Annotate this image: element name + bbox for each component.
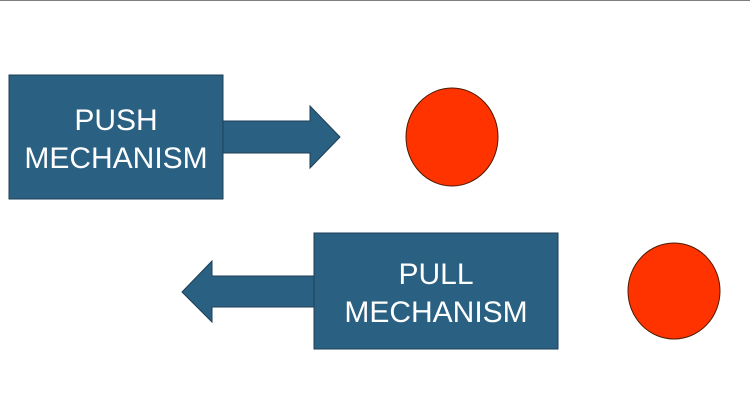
push-label-line1: PUSH: [74, 104, 157, 137]
push-box: [8, 74, 224, 200]
push-ball-icon: [405, 87, 499, 187]
pull-arrow-icon: [181, 259, 317, 324]
push-group: PUSH MECHANISM: [8, 74, 499, 200]
pull-box: [313, 232, 559, 350]
pull-label-line1: PULL: [398, 258, 473, 291]
pull-ball-icon: [627, 242, 721, 340]
pull-label-line2: MECHANISM: [344, 296, 527, 329]
push-label-line2: MECHANISM: [24, 142, 207, 175]
pull-group: PULL MECHANISM: [181, 232, 721, 350]
top-rule: [0, 0, 750, 1]
push-arrow-icon: [221, 104, 341, 170]
